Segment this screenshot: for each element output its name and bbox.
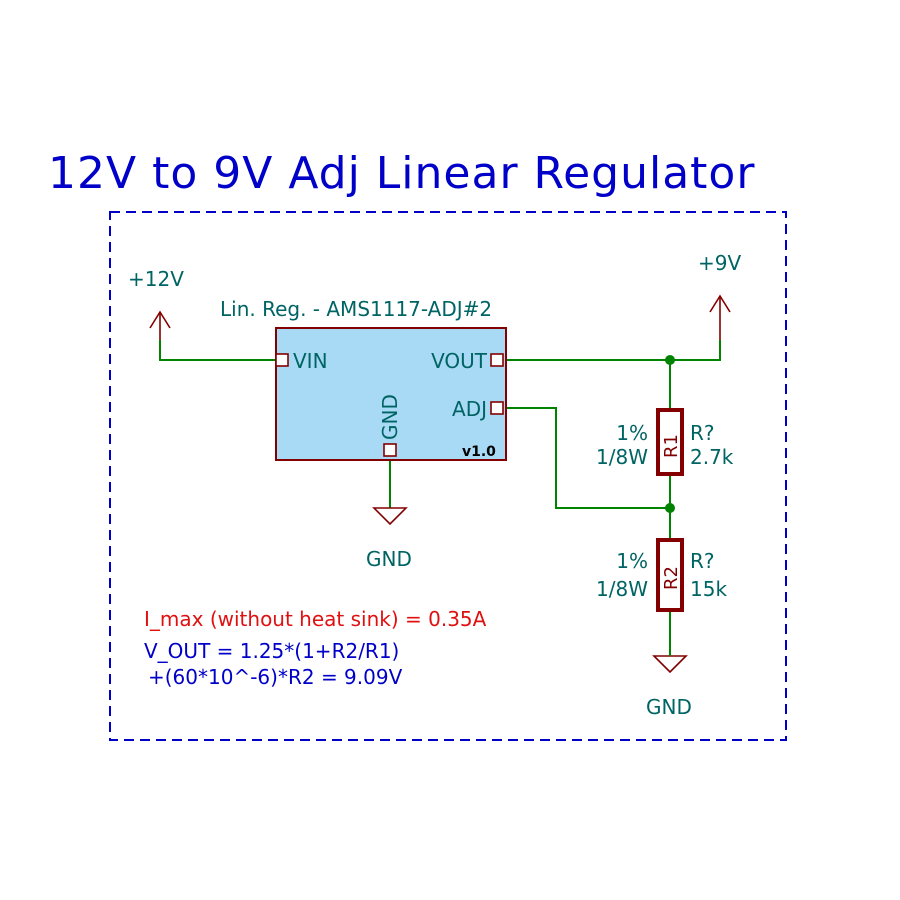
resistor-r1-tolerance: 1%: [616, 421, 648, 445]
regulator-ic: [275, 327, 507, 461]
power-symbol-9v: [709, 294, 731, 340]
resistor-r1-designator: R1: [661, 434, 682, 458]
note-vout-line1: V_OUT = 1.25*(1+R2/R1): [144, 639, 399, 663]
resistor-r1-ref: R?: [690, 421, 715, 445]
resistor-r2: [656, 538, 684, 612]
resistor-r1-power: 1/8W: [596, 445, 648, 469]
wires: [159, 340, 721, 640]
pin-vout-label: VOUT: [431, 349, 488, 373]
resistor-r2-value: 15k: [690, 577, 727, 601]
power-label-9v: +9V: [698, 251, 741, 275]
version-label: v1.0: [462, 444, 496, 460]
pin-gnd-marker: [383, 443, 397, 457]
resistor-r2-designator: R2: [661, 566, 682, 590]
note-vout-line2: +(60*10^-6)*R2 = 9.09V: [148, 665, 403, 689]
resistor-r2-tolerance: 1%: [616, 549, 648, 573]
resistor-r1: [656, 408, 684, 476]
pin-vout-marker: [490, 353, 504, 367]
ground-symbol-2: [652, 655, 688, 674]
schematic-frame: [109, 211, 787, 741]
pin-vin-label: VIN: [293, 349, 328, 373]
junction-dot-adj: [665, 503, 675, 513]
schematic-title: 12V to 9V Adj Linear Regulator: [48, 148, 755, 199]
ground-label-1: GND: [366, 547, 412, 571]
ground-symbol-1: [372, 507, 408, 526]
resistor-r2-ref: R?: [690, 549, 715, 573]
power-label-12v: +12V: [128, 267, 184, 291]
regulator-name: Lin. Reg. - AMS1117-ADJ#2: [220, 297, 492, 321]
power-symbol-12v: [149, 310, 171, 340]
resistor-r2-power: 1/8W: [596, 577, 648, 601]
note-imax: I_max (without heat sink) = 0.35A: [144, 607, 487, 631]
pin-vin-marker: [275, 353, 289, 367]
resistor-r1-value: 2.7k: [690, 445, 734, 469]
pin-gnd-label: GND: [378, 394, 402, 440]
pin-adj-marker: [490, 401, 504, 415]
junction-dot-vout: [665, 355, 675, 365]
ground-label-2: GND: [646, 695, 692, 719]
pin-adj-label: ADJ: [452, 397, 487, 421]
